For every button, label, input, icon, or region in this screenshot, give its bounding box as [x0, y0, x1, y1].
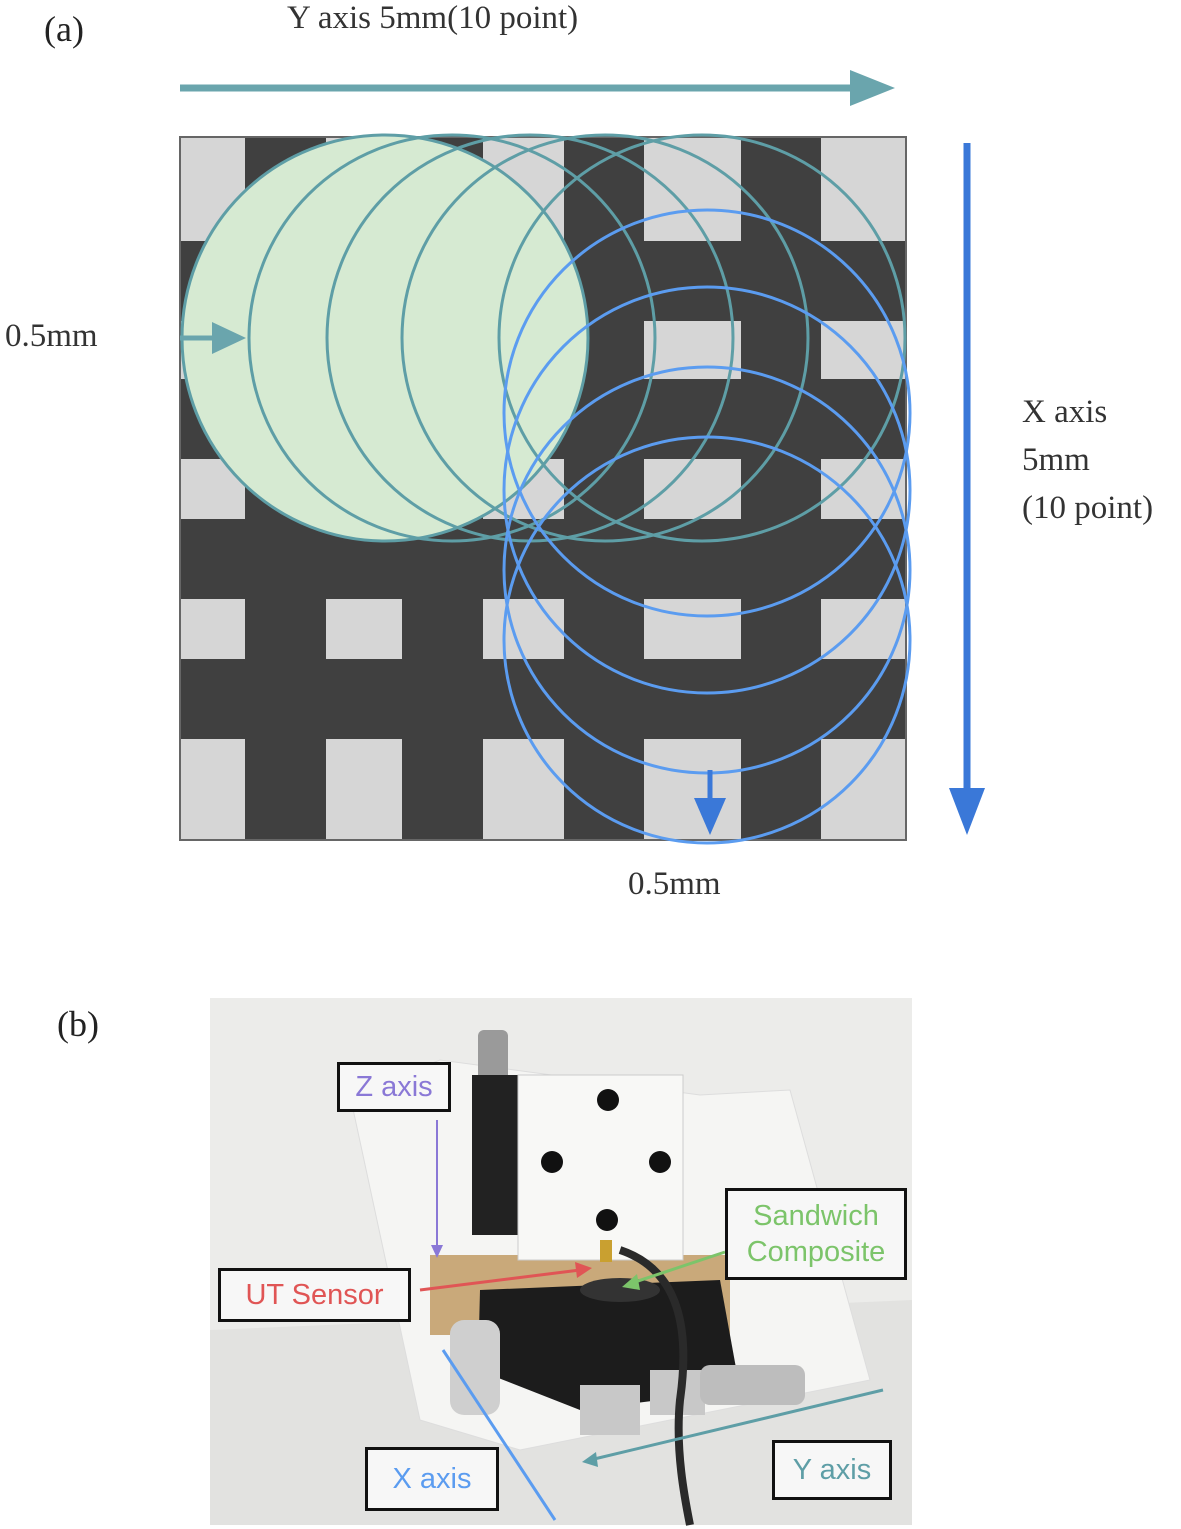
y-axis-photo-label-box: Y axis — [772, 1440, 892, 1500]
grid-cell — [644, 459, 741, 519]
grid-cell — [821, 138, 905, 241]
ut-sensor-label: UT Sensor — [245, 1278, 384, 1311]
z-axis-label-box: Z axis — [337, 1062, 451, 1112]
step-right-arrow — [180, 322, 246, 354]
scan-circles — [180, 133, 912, 845]
scan-circle-x — [502, 208, 912, 618]
scan-circle-x — [502, 285, 912, 695]
grid-cell — [181, 599, 245, 659]
y-axis-photo-label: Y axis — [792, 1453, 872, 1486]
grid-cell — [644, 321, 741, 379]
grid-cell — [644, 739, 741, 839]
x-axis-arrow — [949, 143, 985, 835]
grid-cell — [326, 599, 402, 659]
x-axis-photo-label-box: X axis — [365, 1447, 499, 1511]
scan-circle-y — [247, 133, 657, 543]
x-axis-label-line1: X axis — [1022, 394, 1108, 430]
grid-cell — [181, 739, 245, 839]
x-axis-label-line3: (10 point) — [1022, 490, 1154, 526]
z-axis-label: Z axis — [355, 1070, 433, 1103]
x-axis-label-line2: 5mm — [1022, 442, 1090, 478]
panel-b-label: (b) — [57, 1004, 99, 1044]
scan-circle-x — [502, 365, 912, 775]
grid-cell — [326, 739, 402, 839]
scan-circle-y — [497, 133, 907, 543]
ut-sensor-label-box: UT Sensor — [218, 1268, 411, 1322]
y-axis-label: Y axis 5mm(10 point) — [287, 0, 579, 36]
step-bottom-label: 0.5mm — [628, 866, 721, 902]
x-axis-photo-label: X axis — [392, 1462, 472, 1495]
grid-cell — [483, 599, 564, 659]
step-down-arrow — [694, 770, 726, 835]
sandwich-label-line2: Composite — [746, 1236, 886, 1268]
scan-circle-x — [502, 435, 912, 845]
sandwich-label-line1: Sandwich — [753, 1199, 879, 1232]
scan-circle-y — [400, 133, 810, 543]
panel-a-label: (a) — [44, 9, 84, 49]
step-left-label: 0.5mm — [5, 318, 98, 354]
y-axis-arrow — [180, 70, 895, 106]
grid-cell — [483, 739, 564, 839]
grid-cell — [821, 739, 905, 839]
grid-cell — [644, 599, 741, 659]
